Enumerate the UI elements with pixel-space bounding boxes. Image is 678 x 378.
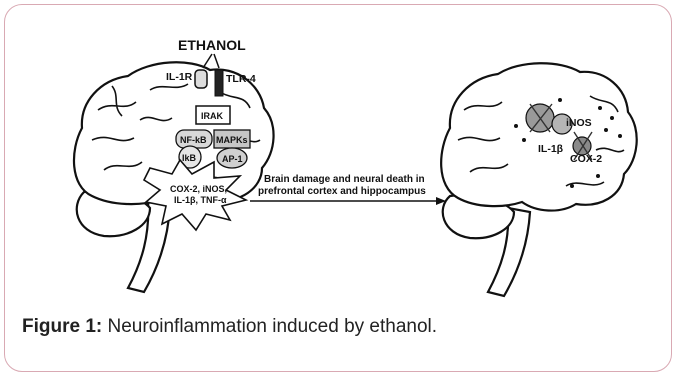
arrow-text-line2: prefrontal cortex and hippocampus: [258, 186, 426, 197]
irak-label: IRAK: [201, 111, 223, 121]
caption-label: Figure 1:: [22, 316, 102, 337]
caption-text: Neuroinflammation induced by ethanol.: [102, 316, 437, 337]
il1r-label: IL-1R: [166, 71, 193, 83]
mapks-label: MAPKs: [216, 135, 248, 145]
arrow-text-line1: Brain damage and neural death in: [264, 174, 425, 185]
cytokines-line2: IL-1β, TNF-α: [174, 195, 227, 205]
ethanol-label: ETHANOL: [178, 37, 246, 53]
cytokines-line1: COX-2, iNOS,: [170, 184, 227, 194]
tlr4-label: TLR-4: [226, 73, 256, 85]
nfkb-label: NF-kB: [180, 135, 207, 145]
right-inos-label: iNOS: [566, 117, 592, 129]
ap1-label: AP-1: [222, 154, 243, 164]
il1r-receptor: [195, 70, 207, 88]
right-brain: [441, 63, 637, 296]
right-il1b-label: IL-1β: [538, 143, 564, 155]
progression-arrow: Brain damage and neural death in prefron…: [250, 174, 446, 205]
right-cox2-label: COX-2: [570, 153, 602, 165]
figure-caption: Figure 1: Neuroinflammation induced by e…: [22, 316, 662, 338]
tlr4-receptor: [215, 70, 223, 96]
ikb-label: IkB: [182, 153, 197, 163]
